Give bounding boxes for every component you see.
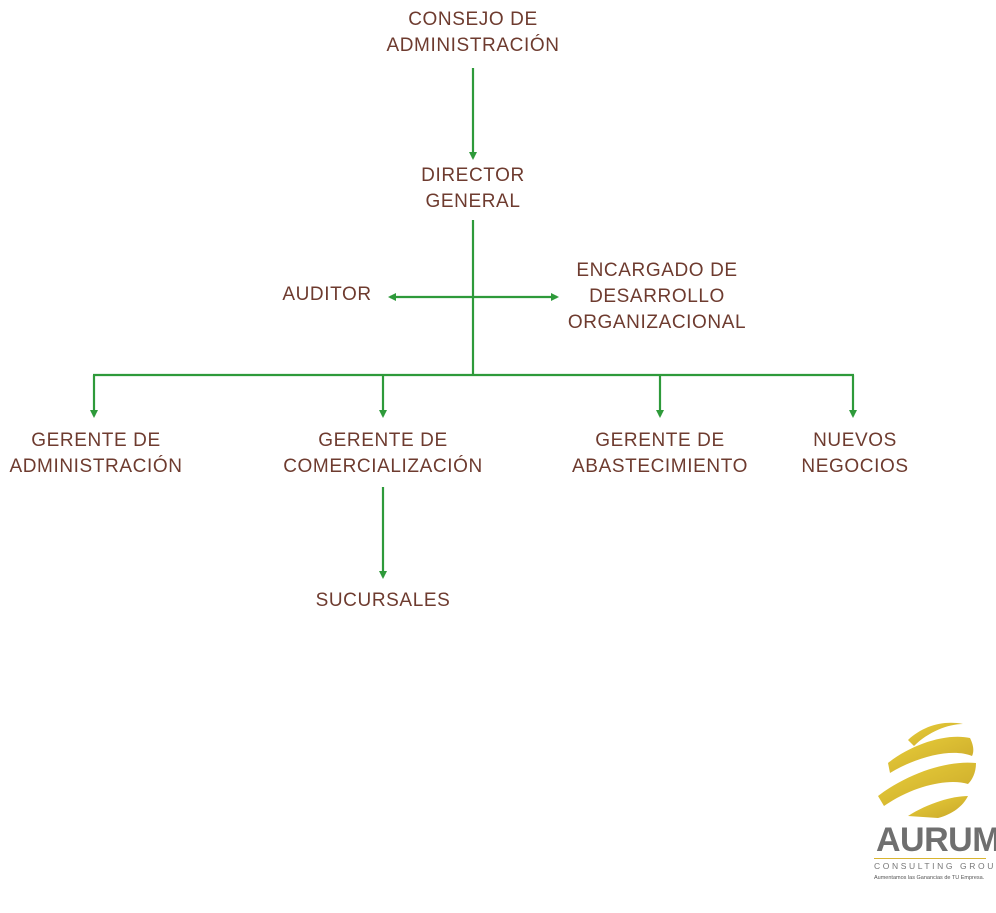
node-director: DIRECTOR GENERAL [421,163,525,215]
node-label: ENCARGADO DE [576,260,738,281]
node-auditor: AUDITOR [282,282,371,308]
logo-divider [874,858,986,859]
node-label: GERENTE DE [595,430,725,451]
node-encargado: ENCARGADO DE DESARROLLO ORGANIZACIONAL [568,258,746,336]
node-label: GERENTE DE [318,430,448,451]
node-label: DESARROLLO [589,286,725,307]
node-sucursales: SUCURSALES [316,588,451,614]
node-label: GERENTE DE [31,430,161,451]
node-gerente-abastecimiento: GERENTE DE ABASTECIMIENTO [572,428,748,480]
logo-brand: AURUM [876,821,996,859]
globe-logo-icon [878,722,976,818]
node-label: SUCURSALES [315,590,451,611]
node-label: ADMINISTRACIÓN [386,35,560,56]
node-consejo: CONSEJO DE ADMINISTRACIÓN [386,7,559,59]
node-label: NEGOCIOS [801,456,909,477]
node-nuevos-negocios: NUEVOS NEGOCIOS [801,428,908,480]
node-label: DIRECTOR [421,165,525,186]
node-gerente-comercializacion: GERENTE DE COMERCIALIZACIÓN [283,428,483,480]
node-label: ADMINISTRACIÓN [9,456,183,477]
logo-tagline: Aumentamos las Ganancias de TU Empresa. [874,875,985,881]
node-label: NUEVOS [813,430,897,451]
node-label: ABASTECIMIENTO [572,456,748,477]
node-label: GENERAL [425,191,521,212]
logo-subtitle: CONSULTING GROUP [874,861,996,871]
node-label: AUDITOR [282,284,372,305]
node-label: COMERCIALIZACIÓN [283,456,483,477]
node-gerente-administracion: GERENTE DE ADMINISTRACIÓN [9,428,182,480]
node-label: ORGANIZACIONAL [567,312,747,333]
node-label: CONSEJO DE [408,9,538,30]
